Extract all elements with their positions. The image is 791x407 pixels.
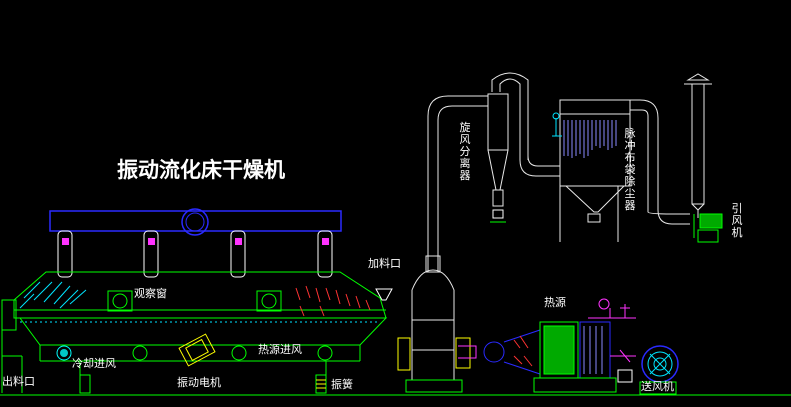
blower-label: 送风机 (641, 380, 674, 393)
bag-filter-body (559, 99, 631, 242)
piping-top (588, 298, 636, 363)
observation-window-right (256, 290, 282, 312)
cold-air-inlet-label: 冷却进风 (72, 357, 116, 370)
induced-draft-fan-label: 引风机 (731, 202, 743, 239)
spring-coil (316, 379, 326, 389)
vibration-motor-body (178, 333, 216, 367)
exhaust-risers (57, 230, 333, 278)
observation-window-left (107, 290, 133, 312)
induced-draft-fan-body (693, 213, 723, 243)
heat-source-label: 热源 (544, 296, 566, 309)
vibration-motor-label: 振动电机 (177, 376, 221, 389)
discharge-outlet-label: 出料口 (2, 375, 35, 388)
fluid-bed-dryer (1, 208, 393, 394)
observation-window-label: 观察窗 (134, 287, 167, 300)
bed-hatching (19, 281, 380, 323)
spring-label: 振簧 (331, 378, 353, 391)
blower-fan-circle (181, 208, 209, 236)
discharge-box (1, 299, 17, 331)
blower-body (617, 345, 679, 395)
hot-air-tower (397, 255, 471, 393)
ducting (427, 72, 712, 272)
cyclone-body (487, 93, 509, 223)
heat-source-unit (533, 321, 617, 393)
diagram-title: 振动流化床干燥机 (117, 158, 285, 182)
feed-inlet-label: 加料口 (368, 257, 401, 270)
chimney (691, 83, 705, 205)
feed-hopper (375, 288, 393, 301)
pulse-bag-filter-label: 脉冲布袋除尘器 (624, 127, 636, 212)
pulse-valve (552, 118, 562, 137)
heater-hatch (513, 335, 533, 367)
filter-bags (563, 120, 617, 158)
hot-air-inlet-label: 热源进风 (258, 343, 302, 356)
hot-air-pipe (458, 345, 477, 359)
cyclone-separator-label: 旋风分离器 (459, 121, 471, 182)
